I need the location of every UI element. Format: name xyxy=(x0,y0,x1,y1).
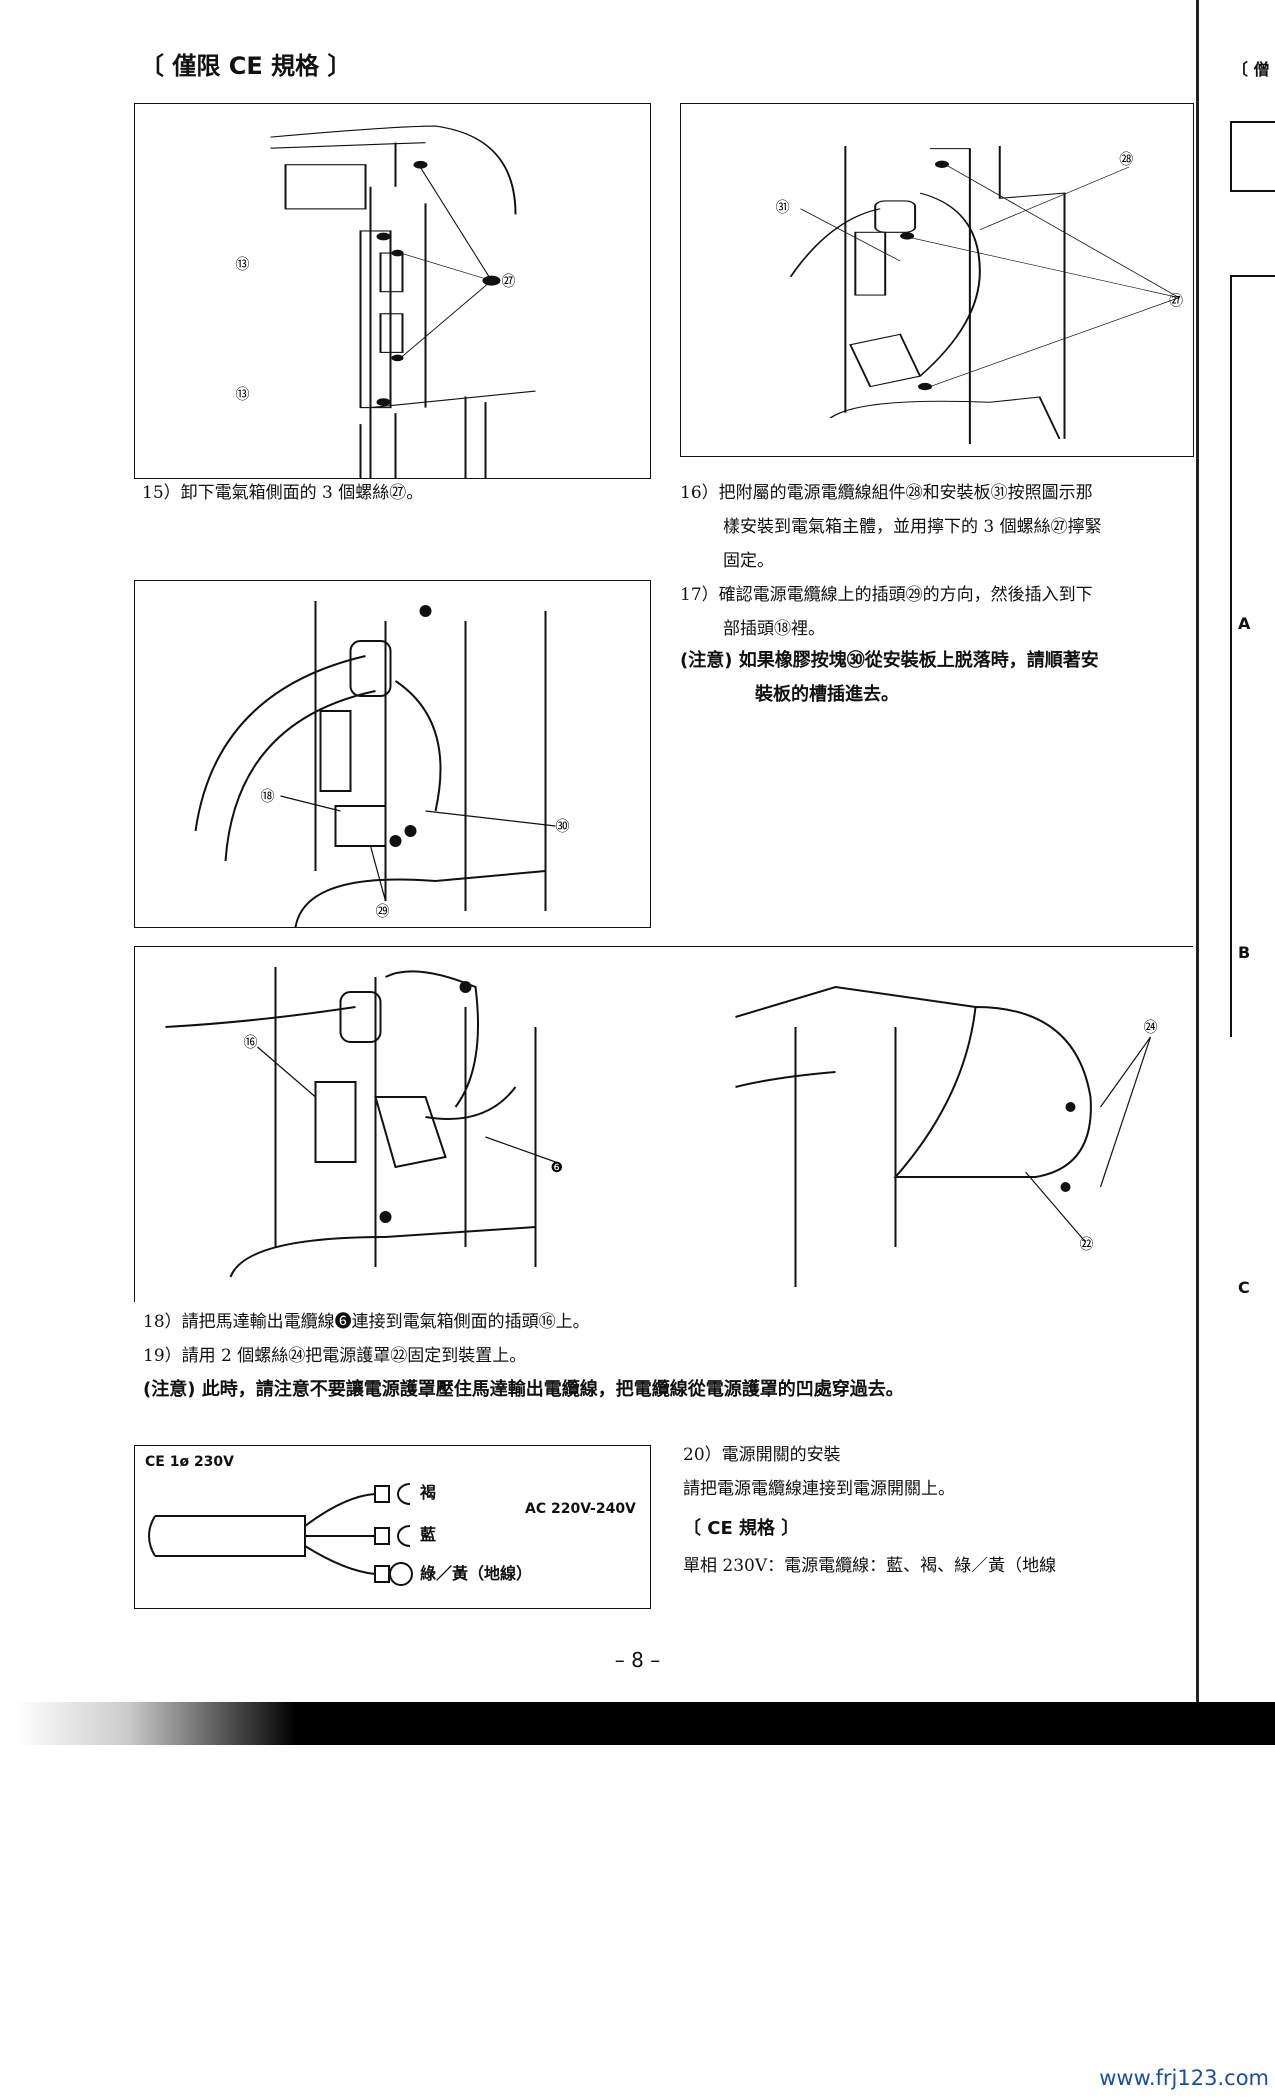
figure-16-drawing: ㉘ ㉛ ㉗ xyxy=(776,146,1183,445)
callout-27: ㉗ xyxy=(502,274,516,290)
ce-spec-heading: 〔 CE 規格 〕 xyxy=(683,1518,800,1539)
figure-18-19-cover: ⑯ ❻ ㉔ ㉒ xyxy=(134,946,1193,1302)
figure-17-drawing: ⑱ ㉚ ㉙ xyxy=(194,601,570,927)
step-19: 19）請用 2 個螺絲㉔把電源護罩㉒固定到裝置上。 xyxy=(143,1346,527,1366)
page-header: 〔 僅限 CE 規格 〕 xyxy=(140,52,352,80)
figure-18-19-drawing: ⑯ ❻ ㉔ ㉒ xyxy=(165,967,1158,1287)
note-17-line1: (注意) 如果橡膠按塊㉚從安裝板上脱落時，請順著安 xyxy=(680,650,1099,671)
section-b-label: B xyxy=(1238,943,1251,962)
watermark: www.frj123.com xyxy=(1099,2066,1269,2090)
figure-17-plug: ⑱ ㉚ ㉙ xyxy=(134,580,651,928)
warning-box-fragment xyxy=(1230,121,1275,192)
step-16-line1: 16）把附屬的電源電纜線組件㉘和安裝板㉛按照圖示那 xyxy=(680,483,1093,503)
callout-18: ⑱ xyxy=(261,789,275,805)
wire-blue-label: 藍 xyxy=(420,1525,437,1544)
callout-28: ㉘ xyxy=(1119,152,1133,168)
wire-ground-label: 綠／黃（地線） xyxy=(420,1564,533,1583)
figure-16-mounting: ㉘ ㉛ ㉗ xyxy=(680,103,1194,457)
callout-13: ⑬ xyxy=(236,257,250,273)
page-number: – 8 – xyxy=(614,1648,661,1672)
voltage-label: AC 220V-240V xyxy=(525,1501,636,1517)
scan-shadow-fade xyxy=(15,1702,295,1745)
callout-13: ⑬ xyxy=(236,387,250,403)
step-16-line3: 固定。 xyxy=(723,551,774,571)
step-16-line2: 樣安裝到電氣箱主體，並用擰下的 3 個螺絲㉗擰緊 xyxy=(723,517,1102,537)
callout-16: ⑯ xyxy=(244,1035,258,1051)
wiring-diagram: CE 1ø 230V 褐 藍 綠／黃（地線） AC 220V-240V xyxy=(134,1445,651,1609)
figure-15-drawing: ⑬ ⑬ ㉗ xyxy=(236,125,536,478)
next-page-frame xyxy=(1230,275,1275,1037)
note-17-line2: 裝板的槽插進去。 xyxy=(755,684,899,705)
callout-24: ㉔ xyxy=(1144,1020,1158,1036)
callout-31: ㉛ xyxy=(776,200,790,216)
step-15: 15）卸下電氣箱側面的 3 個螺絲㉗。 xyxy=(142,483,424,503)
step-17-line2: 部插頭⑱裡。 xyxy=(723,619,825,639)
callout-22: ㉒ xyxy=(1080,1237,1094,1253)
wire-brown-label: 褐 xyxy=(420,1483,437,1502)
ce-spec-body: 單相 230V：電源電纜線：藍、褐、綠／黃（地線 xyxy=(683,1556,1057,1576)
note-19: (注意) 此時，請注意不要讓電源護罩壓住馬達輸出電纜線，把電纜線從電源護罩的凹處… xyxy=(143,1379,904,1400)
next-page-header-fragment: 〔 僧 xyxy=(1232,60,1270,79)
step-18: 18）請把馬達輸出電纜線❻連接到電氣箱側面的插頭⑯上。 xyxy=(143,1312,590,1332)
callout-30: ㉚ xyxy=(556,819,570,835)
callout-27: ㉗ xyxy=(1169,293,1183,309)
figure-15-screws: ⑬ ⑬ ㉗ xyxy=(134,103,651,479)
cable-drawing xyxy=(148,1483,413,1586)
callout-29: ㉙ xyxy=(376,904,390,920)
step-20-body: 請把電源電纜線連接到電源開關上。 xyxy=(683,1479,955,1499)
callout-6: ❻ xyxy=(551,1160,564,1176)
page-edge xyxy=(1196,0,1199,1745)
step-20-title: 20）電源開關的安裝 xyxy=(683,1445,841,1465)
step-17-line1: 17）確認電源電纜線上的插頭㉙的方向，然後插入到下 xyxy=(680,585,1093,605)
section-c-label: C xyxy=(1238,1278,1250,1297)
section-a-label: A xyxy=(1238,614,1251,633)
wiring-title: CE 1ø 230V xyxy=(145,1454,235,1470)
